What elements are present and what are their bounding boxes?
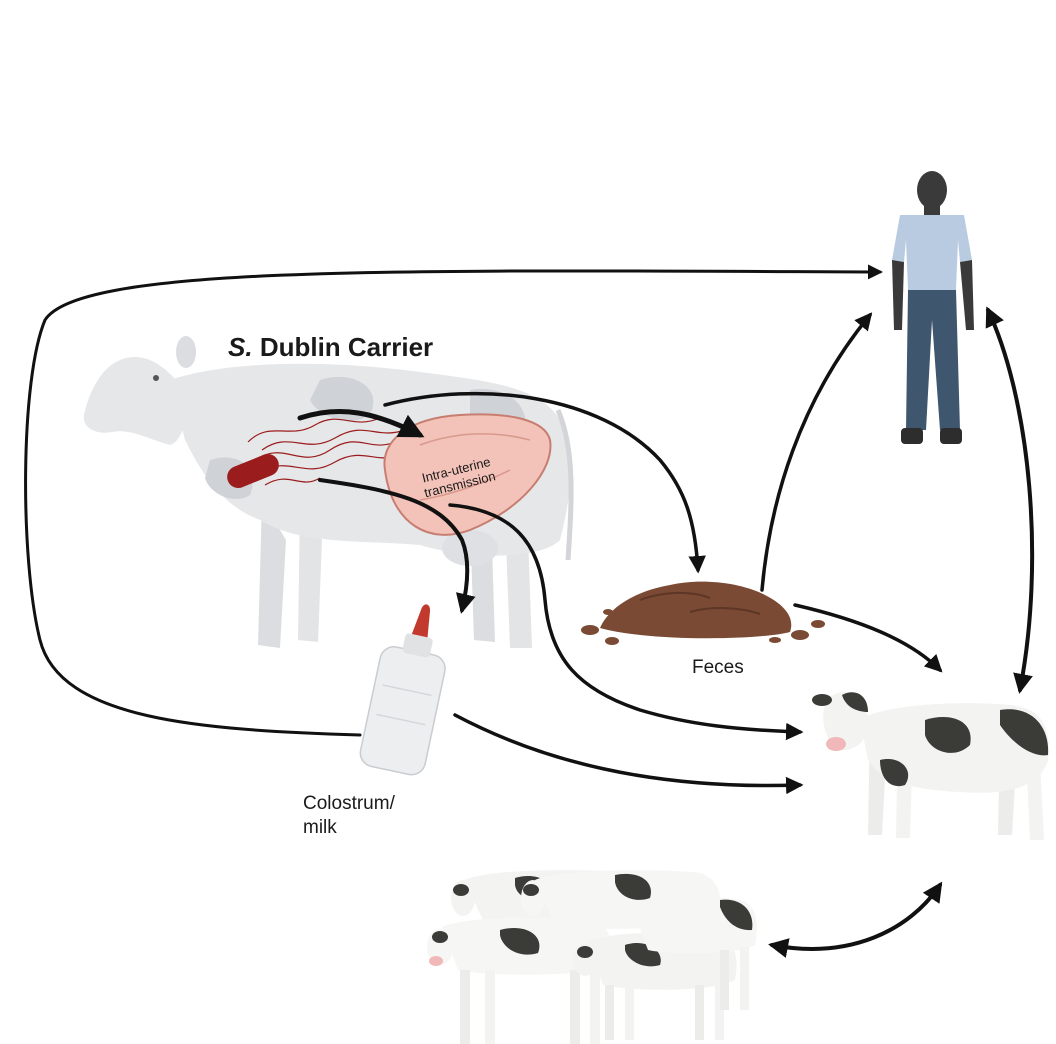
milk-label: Colostrum/ milk [303,792,395,840]
milk-label-line1: Colostrum/ [303,792,395,816]
title-species-abbrev: S. [228,332,253,362]
milk-bottle-icon [358,597,458,777]
human-icon [892,171,974,444]
arrow-feces-to-calf [795,605,940,670]
feces-pile-icon [581,582,825,645]
arrow-feces-to-human [762,315,870,590]
arrow-human-calf-bidirectional [988,310,1032,690]
title-rest: Dublin Carrier [260,332,433,362]
feces-label: Feces [692,657,744,679]
calf-herd-icon [427,870,757,1044]
arrow-herd-calf-bidirectional [772,885,940,949]
calf-icon [812,692,1049,840]
diagram-title: S. Dublin Carrier [228,332,433,363]
arrow-milk-to-calf [455,715,800,786]
milk-label-line2: milk [303,816,395,840]
